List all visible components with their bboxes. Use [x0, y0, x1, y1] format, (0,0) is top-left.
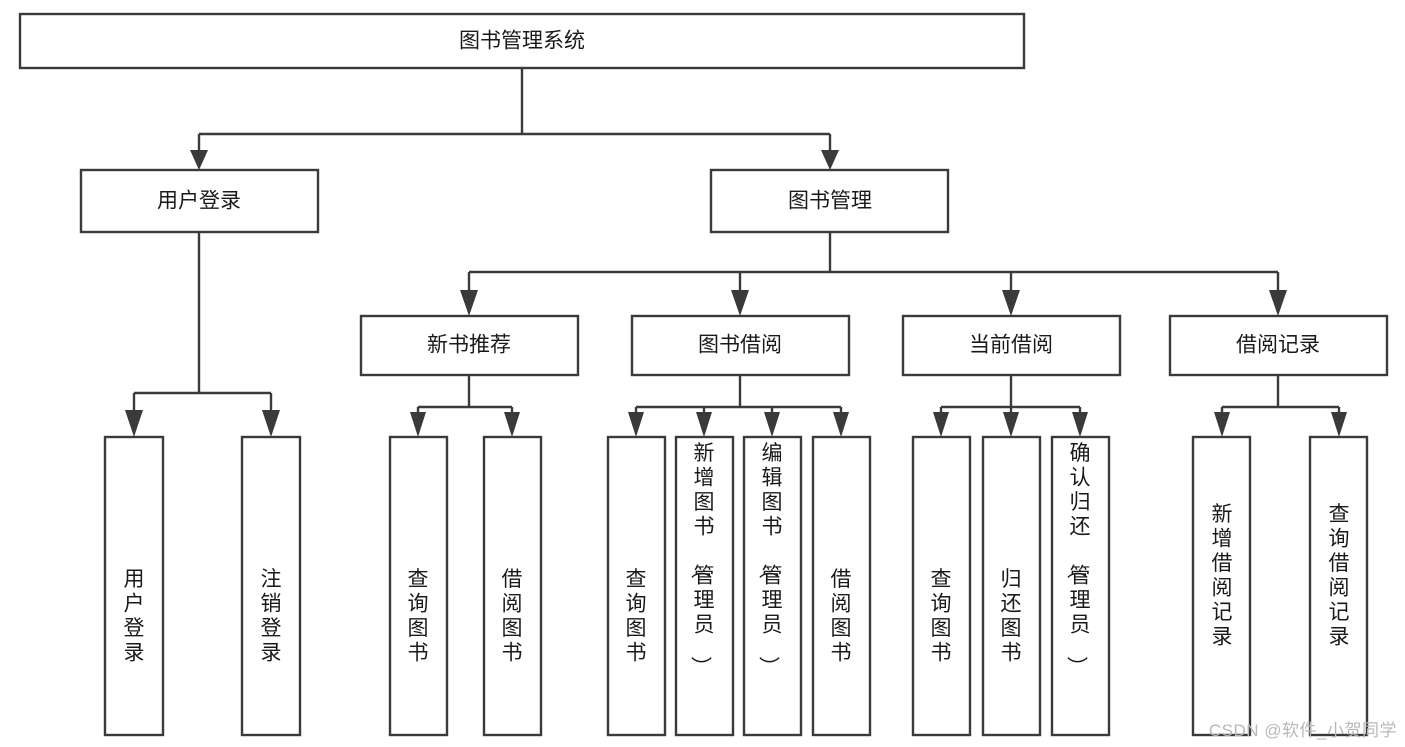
arrow-head-leaf-13 [1331, 412, 1347, 437]
arrow-head-leaf-2 [262, 410, 280, 437]
node-leaf-3-box[interactable] [388, 435, 449, 737]
connector-group-records-to-leaves [1214, 375, 1347, 437]
connector-group-bookmgmt-to-level3 [460, 232, 1287, 316]
arrow-head-leaf-8 [833, 412, 849, 437]
node-leaf-5-label: 查询图书 [626, 568, 647, 665]
node-leaf-9[interactable]: 查询图书 [911, 435, 972, 737]
node-leaf-11[interactable]: 确认归还（管理员） [1050, 435, 1111, 737]
arrow-head-leaf-3 [410, 412, 426, 437]
node-leaf-6-box[interactable] [674, 435, 735, 737]
node-leaf-3-label: 查询图书 [408, 568, 429, 665]
csdn-watermark: CSDN @软件_小贺同学 [1208, 721, 1397, 740]
node-borrow-box[interactable] [630, 314, 851, 377]
node-leaf-7-label: 编辑图书（管理员） [757, 442, 783, 677]
node-leaf-8-label: 借阅图书 [831, 568, 852, 665]
node-leaf-4[interactable]: 借阅图书 [482, 435, 543, 737]
connector-group-borrow-to-leaves [628, 375, 849, 437]
node-borrow[interactable]: 图书借阅 [630, 314, 851, 377]
arrow-head-leaf-11 [1072, 412, 1088, 437]
node-borrow-label: 图书借阅 [698, 334, 782, 357]
arrow-head-leaf-5 [628, 412, 644, 437]
arrow-head-leaf-9 [933, 412, 949, 437]
arrow-head-borrow [731, 290, 749, 316]
node-leaf-11-label: 确认归还（管理员） [1065, 442, 1091, 677]
node-current[interactable]: 当前借阅 [901, 314, 1122, 377]
node-leaf-2-box[interactable] [240, 435, 302, 737]
connector-group-current-to-leaves [933, 375, 1088, 437]
node-leaf-13-box[interactable] [1308, 435, 1369, 737]
node-root-box[interactable] [18, 12, 1026, 70]
connector-group-login-to-leaves [125, 232, 280, 437]
node-leaf-11-box[interactable] [1050, 435, 1111, 737]
node-records-label: 借阅记录 [1236, 334, 1320, 357]
node-leaf-9-box[interactable] [911, 435, 972, 737]
node-leaf-8[interactable]: 借阅图书 [811, 435, 872, 737]
node-leaf-12-box[interactable] [1191, 435, 1252, 737]
node-root-label: 图书管理系统 [459, 30, 585, 53]
node-leaf-12-label: 新增借阅记录 [1212, 503, 1233, 649]
node-leaf-7-box[interactable] [742, 435, 803, 737]
node-leaf-3[interactable]: 查询图书 [388, 435, 449, 737]
node-leaf-1-label: 用户登录 [124, 568, 145, 665]
arrow-head-bookmgmt [821, 150, 839, 170]
arrow-head-leaf-6 [696, 412, 712, 437]
node-leaf-10[interactable]: 归还图书 [981, 435, 1042, 737]
connector-group-newbook-to-leaves [410, 375, 520, 437]
node-leaf-1-box[interactable] [103, 435, 165, 737]
node-newbook[interactable]: 新书推荐 [359, 314, 580, 377]
arrow-head-leaf-10 [1003, 412, 1019, 437]
arrow-head-current [1002, 290, 1020, 316]
node-leaf-13-label: 查询借阅记录 [1329, 503, 1350, 649]
node-leaf-2[interactable]: 注销登录 [240, 435, 302, 737]
node-current-label: 当前借阅 [969, 334, 1053, 357]
arrow-head-leaf-1 [125, 410, 143, 437]
node-root[interactable]: 图书管理系统 [18, 12, 1026, 70]
arrow-head-leaf-4 [504, 412, 520, 437]
node-bookmgmt-box[interactable] [709, 168, 950, 234]
node-leaf-8-box[interactable] [811, 435, 872, 737]
node-newbook-label: 新书推荐 [427, 334, 511, 357]
node-leaf-4-box[interactable] [482, 435, 543, 737]
node-leaf-5[interactable]: 查询图书 [606, 435, 667, 737]
arrow-head-leaf-7 [764, 412, 780, 437]
arrow-head-records [1269, 290, 1287, 316]
connector-group-root-to-level2 [190, 68, 839, 170]
node-records[interactable]: 借阅记录 [1168, 314, 1389, 377]
node-records-box[interactable] [1168, 314, 1389, 377]
node-leaf-4-label: 借阅图书 [502, 568, 523, 665]
node-login[interactable]: 用户登录 [79, 168, 320, 234]
node-bookmgmt-label: 图书管理 [788, 190, 872, 213]
node-leaf-1[interactable]: 用户登录 [103, 435, 165, 737]
node-login-box[interactable] [79, 168, 320, 234]
node-leaf-5-box[interactable] [606, 435, 667, 737]
node-leaf-6-label: 新增图书（管理员） [689, 442, 715, 677]
arrow-head-login [190, 150, 208, 170]
node-leaf-6[interactable]: 新增图书（管理员） [674, 435, 735, 737]
node-login-label: 用户登录 [157, 190, 241, 213]
arrow-head-leaf-12 [1214, 412, 1230, 437]
node-leaf-9-label: 查询图书 [931, 568, 952, 665]
node-bookmgmt[interactable]: 图书管理 [709, 168, 950, 234]
node-leaf-2-label: 注销登录 [261, 568, 282, 665]
node-leaf-12[interactable]: 新增借阅记录 [1191, 435, 1252, 737]
node-leaf-10-label: 归还图书 [1001, 568, 1022, 665]
node-leaf-7[interactable]: 编辑图书（管理员） [742, 435, 803, 737]
node-current-box[interactable] [901, 314, 1122, 377]
node-newbook-box[interactable] [359, 314, 580, 377]
arrow-head-newbook [460, 290, 478, 316]
node-leaf-10-box[interactable] [981, 435, 1042, 737]
node-leaf-13[interactable]: 查询借阅记录 [1308, 435, 1369, 737]
